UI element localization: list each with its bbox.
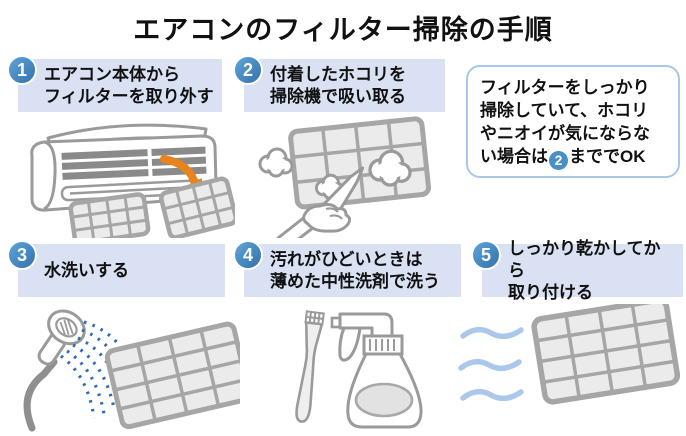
step5-illustration xyxy=(455,304,683,426)
note-line4-after: まででOK xyxy=(569,147,646,166)
bottle-label xyxy=(354,382,414,418)
dust-cloud-icon xyxy=(368,149,412,187)
step1-label-line2: フィルターを取り外す xyxy=(44,86,214,106)
filter-icon xyxy=(104,321,240,430)
step2-label: 付着したホコリを 掃除機で吸い取る xyxy=(244,59,445,112)
step5-label-line2: 取り付ける xyxy=(508,282,593,302)
step5-label-line1: しっかり乾かしてから xyxy=(508,238,661,280)
page-title: エアコンのフィルター掃除の手順 xyxy=(133,15,553,45)
step1-number-badge: 1 xyxy=(7,55,37,85)
filter-icon xyxy=(531,304,681,405)
note-line2: 掃除していて、ホコリ xyxy=(480,101,649,120)
shower-hose xyxy=(23,358,58,432)
step5-number-badge: 5 xyxy=(471,240,501,270)
step2-number-badge: 2 xyxy=(233,55,263,85)
note-line1: フィルターをしっかり xyxy=(480,78,650,97)
step1-illustration xyxy=(18,114,235,238)
step2-illustration xyxy=(238,114,455,238)
shower-head-icon xyxy=(37,309,86,366)
dry-filter-icon xyxy=(458,304,681,405)
shower-rinse-icon xyxy=(23,309,240,432)
step1-label: エアコン本体から フィルターを取り外す xyxy=(18,59,222,112)
step2-label-line1: 付着したホコリを xyxy=(270,64,406,84)
wind-icon xyxy=(458,326,524,402)
air-conditioner-icon xyxy=(30,123,235,238)
spray-bottle-icon xyxy=(330,312,423,429)
dust-cloud-icon xyxy=(258,147,294,178)
cleaning-tools-icon xyxy=(295,310,423,429)
filter-icon xyxy=(288,116,432,210)
step3-label-line1: 水洗いする xyxy=(44,260,129,280)
filter-icon xyxy=(159,176,235,238)
step4-label: 汚れがひどいときは 薄めた中性洗剤で洗う xyxy=(244,244,461,297)
note-line3: やニオイが気にならな xyxy=(480,124,650,143)
step4-number-badge: 4 xyxy=(233,240,263,270)
ac-end-cap xyxy=(43,140,57,211)
step4-illustration xyxy=(260,306,450,432)
step5-label: しっかり乾かしてから 取り付ける xyxy=(482,239,683,302)
step1-label-line1: エアコン本体から xyxy=(44,64,180,84)
step2-label-line2: 掃除機で吸い取る xyxy=(270,86,406,106)
step4-label-line1: 汚れがひどいときは xyxy=(270,249,423,269)
filter-icon xyxy=(68,192,151,238)
note-step2-badge: 2 xyxy=(549,151,568,170)
step3-label: 水洗いする xyxy=(18,244,225,297)
step3-illustration xyxy=(10,300,240,432)
toothbrush-icon xyxy=(295,310,325,423)
note-line4-before: い場合は xyxy=(480,147,548,166)
hand-icon xyxy=(276,203,352,238)
dusty-filter-vacuum-icon xyxy=(258,116,432,238)
step3-number-badge: 3 xyxy=(7,240,37,270)
step4-label-line2: 薄めた中性洗剤で洗う xyxy=(270,271,440,291)
